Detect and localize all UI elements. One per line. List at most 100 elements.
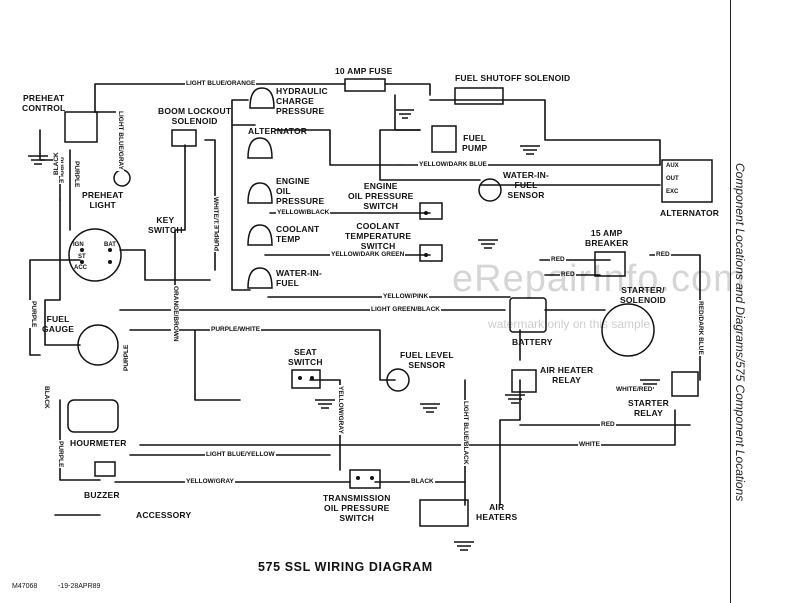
label-coolant-switch: COOLANT TEMPERATURE SWITCH bbox=[345, 221, 412, 251]
wif-sensor-body bbox=[478, 178, 502, 202]
label-accessory: ACCESSORY bbox=[136, 510, 192, 520]
terminal-dot bbox=[370, 476, 374, 480]
wif-sender bbox=[247, 267, 273, 289]
starter-body bbox=[601, 303, 655, 357]
wire-label-yellow-pink: YELLOW/PINK bbox=[382, 293, 430, 301]
alt-terminal-exc: EXC bbox=[666, 189, 679, 195]
wire-label-yellow-dark-blue: YELLOW/DARK BLUE bbox=[418, 161, 488, 169]
air-heater-relay-body bbox=[511, 369, 537, 393]
wire-label-light-green-black: LIGHT GREEN/BLACK bbox=[370, 306, 441, 314]
oil-sender bbox=[247, 182, 273, 204]
terminal-dot bbox=[80, 260, 84, 264]
wire-label-white: WHITE bbox=[578, 441, 601, 449]
ground-symbol bbox=[396, 109, 414, 119]
starter-relay-body bbox=[671, 371, 699, 397]
label-water-in-fuel: WATER-IN- FUEL bbox=[276, 268, 323, 288]
label-buzzer: BUZZER bbox=[84, 490, 120, 500]
label-breaker: 15 AMP BREAKER bbox=[585, 228, 629, 248]
label-fuel-level-sensor: FUEL LEVEL SENSOR bbox=[400, 350, 454, 370]
wire-alt-right bbox=[274, 129, 401, 166]
hydraulic-sender bbox=[249, 87, 275, 109]
ground-symbol bbox=[478, 239, 498, 249]
wire-label-red-1: RED bbox=[550, 256, 566, 264]
fuel-pump-body bbox=[431, 125, 457, 153]
wire-label-black-2: BLACK bbox=[42, 385, 50, 410]
wire-relay-heater bbox=[499, 379, 521, 506]
alternator-body bbox=[661, 159, 713, 203]
terminal-dot bbox=[424, 253, 428, 257]
wire-acc-run bbox=[29, 259, 81, 356]
label-preheat-control: PREHEAT CONTROL bbox=[22, 93, 66, 113]
wire-label-light-blue-yellow: LIGHT BLUE/YELLOW bbox=[205, 451, 276, 459]
wire-label-purple-5: PURPLE bbox=[123, 343, 131, 372]
coolant-switch-body bbox=[419, 244, 443, 262]
terminal-dot bbox=[356, 476, 360, 480]
fuel-shutoff-body bbox=[454, 87, 504, 105]
wire-label-red-2: RED bbox=[560, 271, 576, 279]
label-wif-sensor: WATER-IN- FUEL SENSOR bbox=[503, 170, 550, 200]
page-divider bbox=[730, 0, 731, 603]
coolant-sender bbox=[247, 224, 273, 246]
label-oil-switch: ENGINE OIL PRESSURE SWITCH bbox=[348, 181, 414, 211]
watermark: eRepairInfo.com bbox=[452, 258, 746, 300]
wire-label-red-dark-blue: RED/DARK BLUE bbox=[696, 300, 704, 356]
wire-hyd bbox=[231, 99, 249, 121]
wire-fuse-to-solenoid bbox=[384, 83, 431, 96]
watermark-sub: watermark only on this sample bbox=[488, 317, 651, 331]
alt-terminal-aux: AUX bbox=[666, 163, 679, 169]
label-hourmeter: HOURMETER bbox=[70, 438, 127, 448]
wire-label-black-1: BLACK bbox=[53, 151, 61, 176]
wire-fuse-pump bbox=[394, 94, 421, 131]
key-switch-body bbox=[68, 228, 122, 282]
label-seat-switch: SEAT SWITCH bbox=[288, 347, 323, 367]
seat-switch-body bbox=[291, 369, 321, 389]
label-coolant-temp: COOLANT TEMP bbox=[276, 224, 320, 244]
alternator-sender bbox=[247, 137, 273, 159]
terminal-dot bbox=[108, 248, 112, 252]
wire-to-alt-top bbox=[429, 99, 661, 166]
terminal-dot bbox=[80, 248, 84, 252]
oil-switch-body bbox=[419, 202, 443, 220]
label-hydraulic: HYDRAULIC CHARGE PRESSURE bbox=[276, 86, 328, 116]
label-trans-switch: TRANSMISSION OIL PRESSURE SWITCH bbox=[323, 493, 391, 523]
wire-label-purple-3: PURPLE bbox=[214, 223, 222, 252]
air-heaters-body bbox=[419, 499, 469, 527]
ground-symbol bbox=[315, 399, 335, 409]
wire-bat-loop bbox=[119, 249, 211, 281]
breaker-body bbox=[594, 251, 626, 277]
boom-lockout-body bbox=[171, 129, 197, 147]
ground-symbol bbox=[420, 403, 440, 413]
wire-purple-white bbox=[129, 329, 396, 381]
label-preheat-light: PREHEAT LIGHT bbox=[82, 190, 124, 210]
wire-label-yellow-gray: YELLOW/GRAY bbox=[185, 478, 235, 486]
key-terminal-bat: BAT bbox=[104, 242, 116, 248]
label-air-heaters: AIR HEATERS bbox=[476, 502, 518, 522]
sidebar-caption: Component Locations and Diagrams/575 Com… bbox=[733, 163, 747, 502]
wire-sender-bus bbox=[231, 119, 251, 291]
ground-symbol bbox=[454, 541, 474, 551]
terminal-dot bbox=[298, 376, 302, 380]
label-starter-relay: STARTER RELAY bbox=[628, 398, 669, 418]
wire-label-light-blue-orange: LIGHT BLUE/ORANGE bbox=[185, 80, 257, 88]
wire-label-red-4: RED bbox=[600, 421, 616, 429]
wire-label-white-red: WHITE/RED bbox=[615, 386, 654, 394]
label-boom-lockout: BOOM LOCKOUT SOLENOID bbox=[158, 106, 232, 126]
ground-symbol bbox=[520, 145, 540, 155]
diagram-title: 575 SSL WIRING DIAGRAM bbox=[258, 560, 433, 574]
label-fuel-gauge: FUEL GAUGE bbox=[42, 314, 75, 334]
label-key-switch: KEY SWITCH bbox=[148, 215, 183, 235]
key-terminal-st: ST bbox=[78, 254, 86, 260]
wire-label-black: BLACK bbox=[410, 478, 435, 486]
wire-seat bbox=[194, 329, 241, 401]
wire-label-red-3: RED bbox=[655, 251, 671, 259]
figure-code: M47068 bbox=[12, 583, 38, 590]
wire-label-purple-2: PURPLE bbox=[72, 160, 80, 189]
label-fuel-shutoff: FUEL SHUTOFF SOLENOID bbox=[455, 73, 571, 83]
wire-label-yellow-black: YELLOW/BLACK bbox=[276, 209, 331, 217]
wire-pump-sensor bbox=[379, 129, 481, 181]
terminal-dot bbox=[310, 376, 314, 380]
fuel-gauge-body bbox=[77, 324, 119, 366]
wire-label-purple-6: PURPLE bbox=[56, 440, 64, 469]
wire-label-orange-brown: ORANGE/BROWN bbox=[171, 285, 179, 343]
